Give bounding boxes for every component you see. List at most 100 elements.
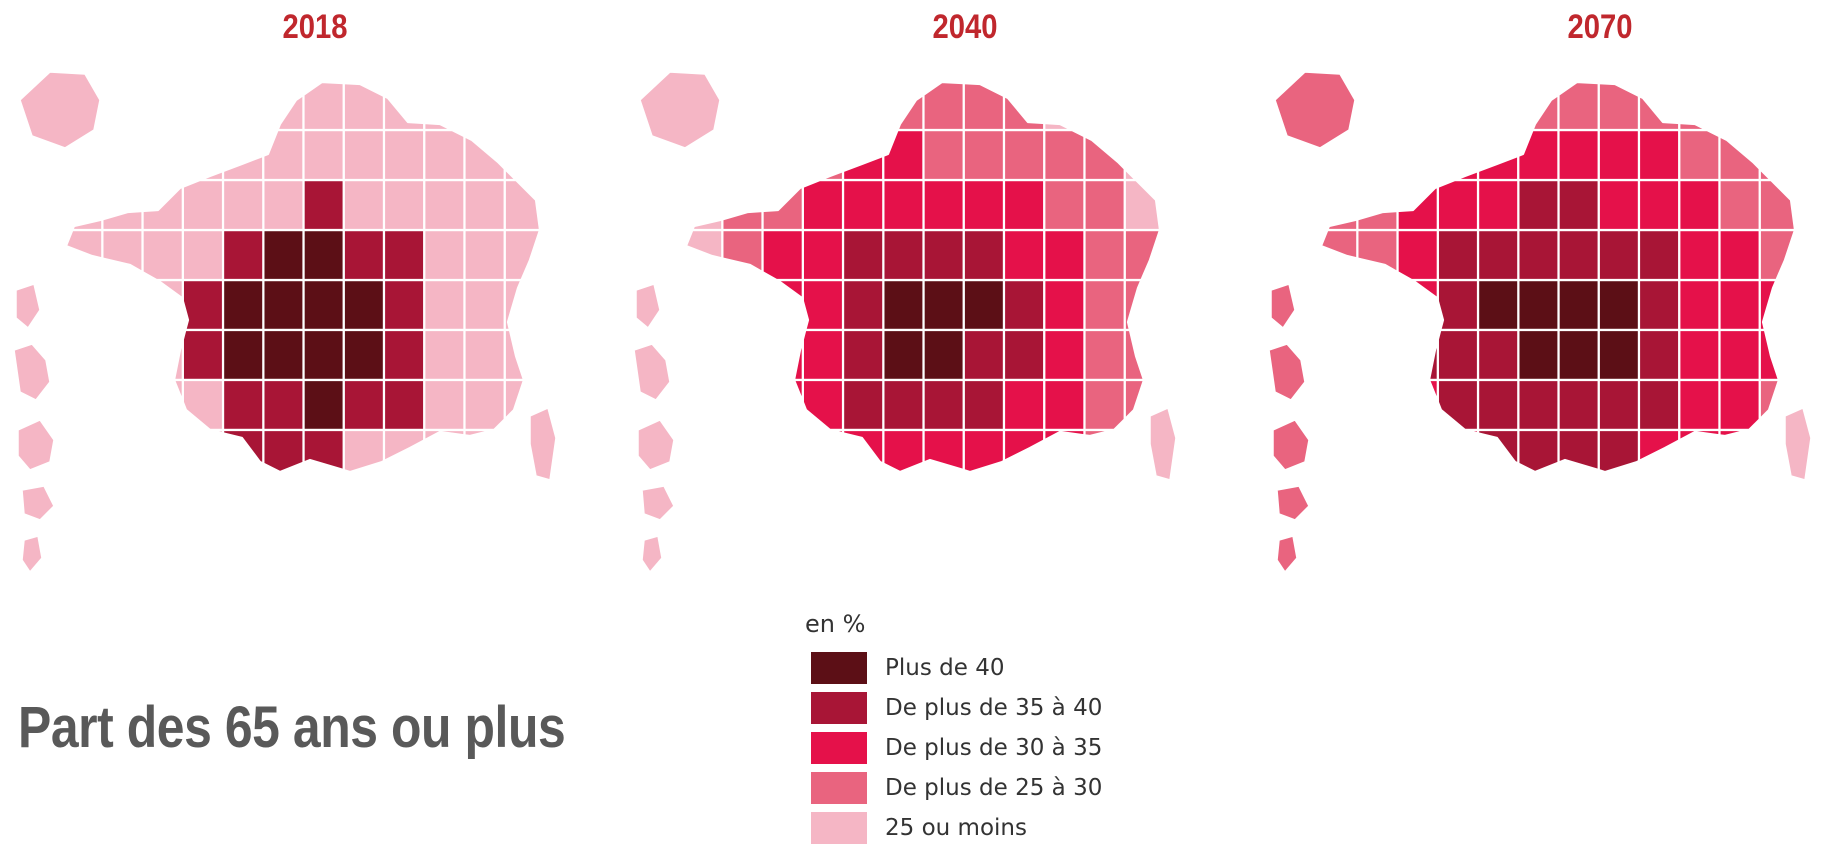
department-area xyxy=(302,378,345,432)
department-area xyxy=(1083,428,1116,438)
department-area xyxy=(1476,278,1520,332)
department-area xyxy=(1597,178,1641,232)
department-area xyxy=(818,169,845,182)
department-area xyxy=(221,328,265,382)
department-area xyxy=(1436,378,1480,432)
map-svg-2040 xyxy=(633,71,1177,574)
department-area xyxy=(1758,278,1778,332)
department-area xyxy=(1043,278,1086,332)
department-area xyxy=(882,328,925,382)
department-area xyxy=(896,93,925,132)
department-area xyxy=(1002,378,1046,432)
department-area xyxy=(1597,428,1641,474)
department-area xyxy=(181,228,225,282)
department-area xyxy=(1758,167,1773,182)
department-area xyxy=(1123,328,1146,382)
department-area xyxy=(841,428,885,465)
department-area xyxy=(922,80,965,132)
department-area xyxy=(1517,278,1560,332)
department-area xyxy=(423,228,466,282)
department-area xyxy=(1678,278,1721,332)
department-area xyxy=(382,428,426,463)
department-area xyxy=(302,428,345,472)
department-area xyxy=(962,378,1006,432)
department-area xyxy=(1436,328,1480,382)
department-area xyxy=(1319,228,1359,260)
department-area xyxy=(463,135,506,182)
department-area xyxy=(342,82,386,132)
legend-label: De plus de 35 à 40 xyxy=(885,695,1103,721)
department-area xyxy=(262,278,305,332)
department-area xyxy=(1083,328,1126,382)
department-area xyxy=(101,209,144,232)
department-area xyxy=(1043,121,1074,132)
department-area xyxy=(922,228,965,282)
department-area xyxy=(1718,378,1761,432)
overseas-area xyxy=(641,535,663,574)
department-area xyxy=(1758,378,1781,421)
map-year-2070: 2070 xyxy=(1567,8,1633,46)
legend-item: 25 ou moins xyxy=(805,808,1102,848)
overseas-area xyxy=(641,485,675,521)
department-area xyxy=(503,278,523,332)
department-area xyxy=(423,178,466,232)
department-area xyxy=(1043,178,1086,232)
department-area xyxy=(828,428,845,435)
department-area xyxy=(221,378,265,432)
department-area xyxy=(342,328,386,382)
department-area xyxy=(1002,94,1046,132)
legend: en % Plus de 40 De plus de 35 à 40 De pl… xyxy=(805,610,1102,848)
department-area xyxy=(1463,428,1480,435)
department-area xyxy=(882,378,925,432)
department-area xyxy=(1678,178,1721,232)
legend-swatch xyxy=(811,732,867,764)
department-area xyxy=(922,378,965,432)
department-area xyxy=(1718,278,1761,332)
department-area xyxy=(1557,428,1600,472)
department-area xyxy=(1083,135,1126,182)
department-area xyxy=(1517,328,1560,382)
department-area xyxy=(1396,228,1439,282)
department-area xyxy=(1002,428,1046,463)
department-area xyxy=(302,128,345,182)
overseas-area xyxy=(15,283,41,330)
department-area xyxy=(1718,135,1761,182)
department-area xyxy=(1678,378,1721,432)
department-area xyxy=(684,228,724,260)
france-map-2040 xyxy=(630,60,1220,620)
department-area xyxy=(1597,82,1641,132)
legend-item: De plus de 25 à 30 xyxy=(805,768,1102,808)
department-area xyxy=(302,328,345,382)
department-area xyxy=(1531,93,1560,132)
department-area xyxy=(962,328,1006,382)
department-area xyxy=(155,278,184,332)
department-area xyxy=(1043,128,1086,182)
department-area xyxy=(1758,228,1797,282)
department-area xyxy=(1718,228,1761,282)
department-area xyxy=(1758,178,1797,232)
department-area xyxy=(1123,278,1143,332)
department-area xyxy=(262,328,305,382)
department-area xyxy=(1517,228,1560,282)
department-area xyxy=(221,178,265,232)
department-area xyxy=(792,328,804,382)
department-area xyxy=(1517,378,1560,432)
department-area xyxy=(1002,178,1046,232)
department-area xyxy=(342,378,386,432)
department-area xyxy=(922,178,965,232)
department-area xyxy=(801,278,845,332)
department-area xyxy=(922,278,965,332)
department-area xyxy=(342,128,386,182)
department-area xyxy=(1637,178,1681,232)
department-area xyxy=(1637,428,1681,463)
department-area xyxy=(1718,328,1761,382)
department-area xyxy=(1043,228,1086,282)
department-area xyxy=(101,228,144,274)
department-area xyxy=(1637,128,1681,182)
department-area xyxy=(1557,378,1600,432)
department-area xyxy=(382,178,426,232)
overseas-area xyxy=(17,419,55,471)
department-area xyxy=(1637,328,1681,382)
department-area xyxy=(1043,378,1086,432)
department-area xyxy=(342,178,386,232)
